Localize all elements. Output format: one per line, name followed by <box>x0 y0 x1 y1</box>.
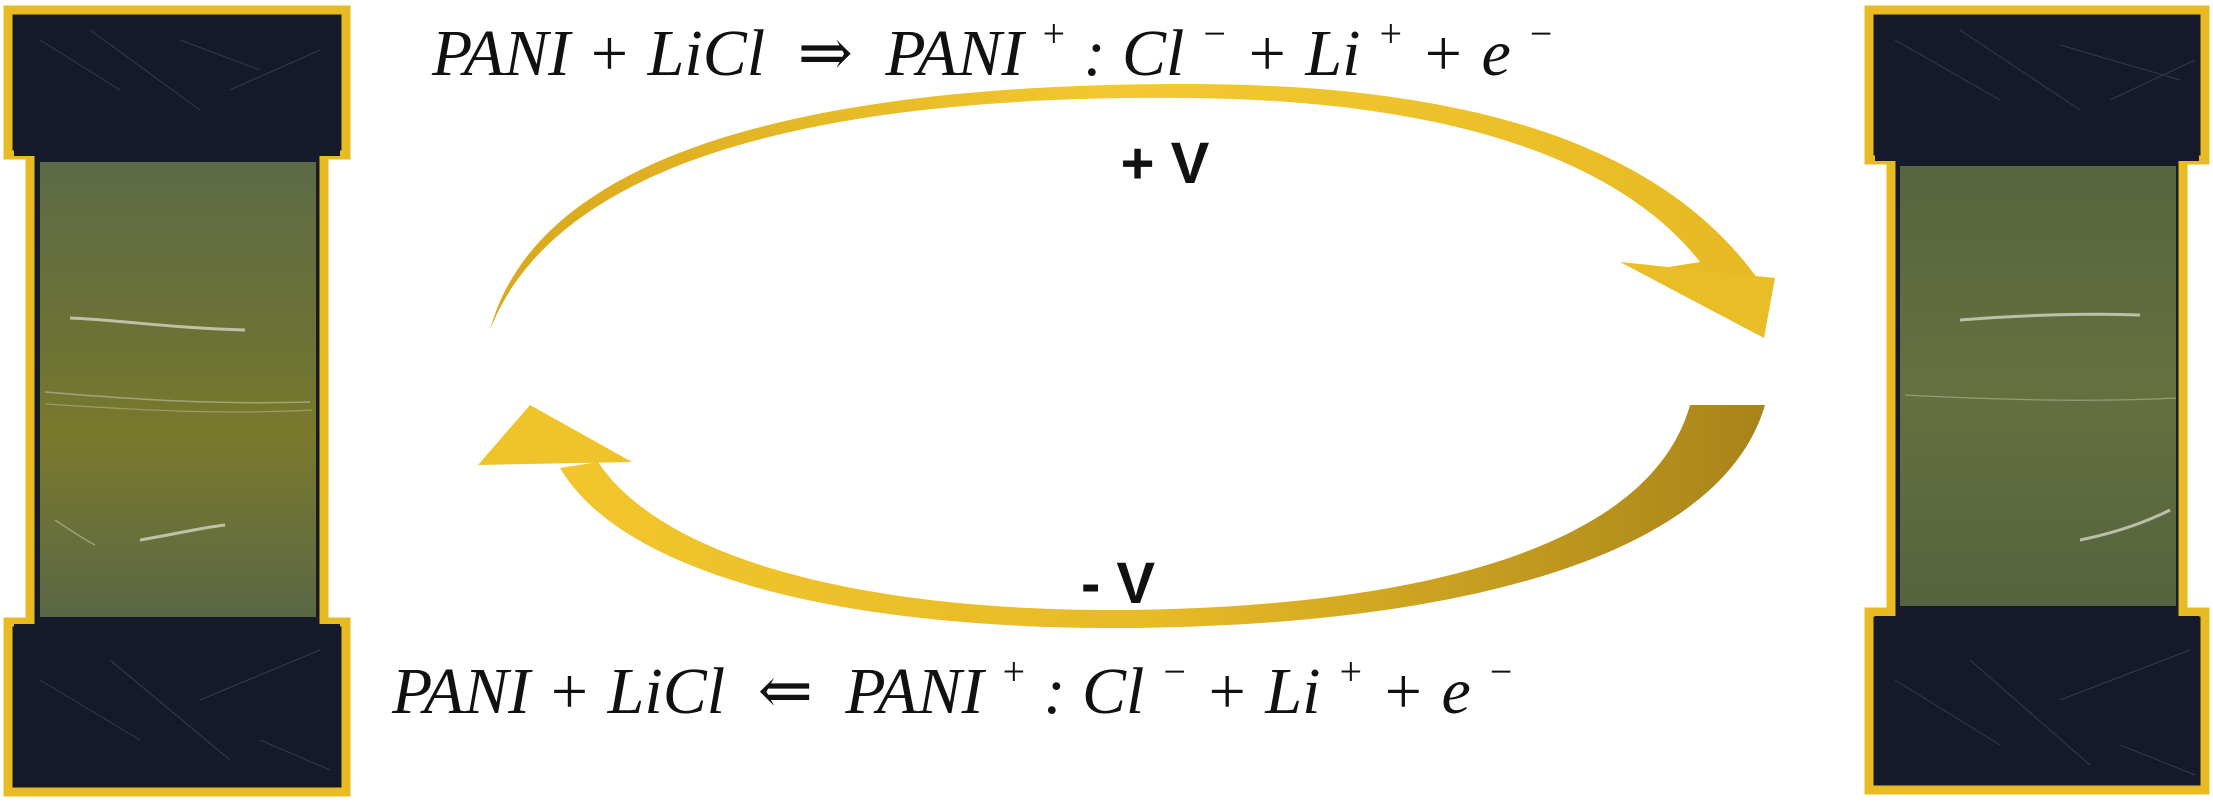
forward-eq-arrow: ⇒ <box>798 17 853 90</box>
reverse-eq-plus1: + Li <box>1204 655 1320 728</box>
forward-eq-sup1: + <box>1040 11 1067 56</box>
forward-eq-sup4: − <box>1527 11 1554 56</box>
left-bottom-contact <box>14 624 340 786</box>
forward-eq-plus2: + e <box>1420 17 1510 90</box>
reverse-eq-sup3: + <box>1337 649 1364 694</box>
forward-eq-sup2: − <box>1201 11 1228 56</box>
left-film-region <box>40 162 316 617</box>
forward-eq-lhs: PANI + LiCl <box>431 17 765 90</box>
left-electrode <box>3 5 351 797</box>
reverse-eq-sup1: + <box>1000 649 1027 694</box>
left-top-contact <box>14 16 340 156</box>
right-top-contact <box>1875 16 2199 161</box>
right-film-region <box>1900 166 2176 606</box>
reverse-curved-arrow <box>478 405 1765 629</box>
forward-eq-plus1: + Li <box>1244 17 1360 90</box>
reverse-arrowhead <box>478 405 632 465</box>
reverse-eq-plus2: + e <box>1380 655 1470 728</box>
reverse-equation: PANI + LiCl ⇐ PANI + : Cl − + Li + + e − <box>391 627 1514 728</box>
right-electrode <box>1864 5 2210 795</box>
forward-arrowhead <box>1620 262 1775 338</box>
reverse-eq-lhs: PANI + LiCl <box>391 655 725 728</box>
reverse-eq-mid: : Cl <box>1044 655 1145 728</box>
forward-arrow-body <box>490 84 1770 330</box>
reverse-arrow-body <box>560 405 1765 629</box>
forward-eq-sup3: + <box>1377 11 1404 56</box>
forward-eq-rhs-base: PANI <box>884 17 1026 90</box>
forward-equation: PANI + LiCl ⇒ PANI + : Cl − + Li + + e − <box>431 0 1554 90</box>
negative-voltage-label: - V <box>1081 551 1155 616</box>
reverse-eq-arrow: ⇐ <box>758 655 813 728</box>
forward-curved-arrow <box>490 84 1775 338</box>
reverse-eq-rhs-base: PANI <box>844 655 986 728</box>
right-scratch-marks <box>1904 312 2177 542</box>
forward-eq-mid: : Cl <box>1084 17 1185 90</box>
reverse-eq-sup2: − <box>1161 649 1188 694</box>
left-scratch-marks <box>44 316 313 546</box>
positive-voltage-label: + V <box>1121 131 1210 196</box>
left-contact-texture <box>39 29 331 771</box>
right-contact-texture <box>1894 29 2196 776</box>
right-bottom-contact <box>1875 616 2199 784</box>
reverse-eq-sup4: − <box>1487 649 1514 694</box>
